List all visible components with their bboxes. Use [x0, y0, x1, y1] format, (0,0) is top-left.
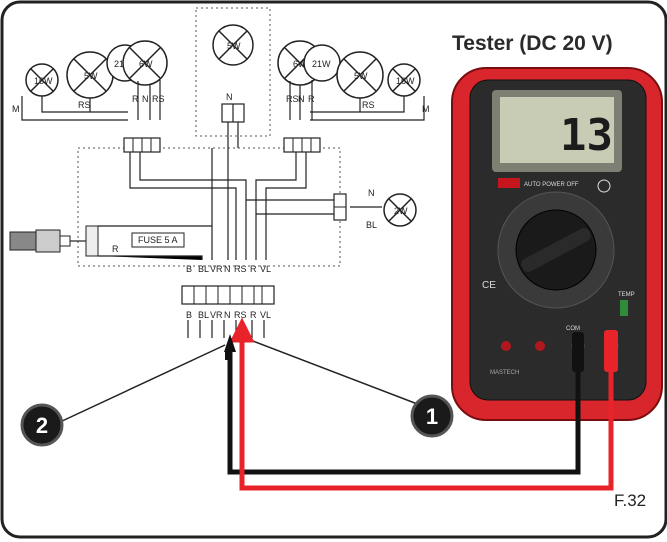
wire-label-bl-side: BL: [366, 220, 377, 230]
wire-label-rs: RS: [152, 94, 165, 104]
bus-wiring: [129, 148, 382, 260]
lamp-center-5w: 5W: [212, 24, 254, 123]
black-probe-plug: [572, 332, 584, 372]
pin-label-vr: VR: [210, 264, 223, 274]
pin-label-b-lower: B: [186, 310, 192, 320]
wire-label-r: R: [132, 94, 139, 104]
lamp-left-16w: 16W: [25, 63, 59, 97]
callout-1-leader: [244, 337, 421, 406]
black-probe-arrow: [224, 334, 236, 352]
lamp-label: 16W: [396, 76, 415, 86]
lcd-screen: [500, 97, 614, 163]
wire-label-m-left: M: [12, 104, 20, 114]
a-jack[interactable]: [535, 341, 545, 351]
pin-label-bl: BL: [198, 264, 209, 274]
com-label: COM: [566, 326, 580, 332]
lcd-reading: 13: [560, 110, 613, 161]
fuse-label: FUSE 5 A: [138, 235, 178, 245]
callout-1: 1: [410, 394, 454, 438]
lamp-label: 5W: [84, 71, 98, 81]
red-probe-lead: [239, 350, 614, 491]
pin-label-rs: RS: [234, 264, 247, 274]
figure-label: F.32: [614, 491, 646, 510]
lamp-left-6w: 6W: [122, 40, 168, 86]
brand-label: MASTECH: [490, 370, 519, 376]
power-button-label: AUTO POWER OFF: [524, 182, 579, 188]
black-probe-lead: [227, 342, 581, 475]
lamp-right-5w: 5W: [336, 51, 384, 99]
red-probe-plug: [604, 330, 618, 372]
pin-label-n: N: [224, 264, 231, 274]
pin-label-b: B: [186, 264, 192, 274]
dial-knob: [521, 228, 591, 272]
wire-label-m-right: M: [422, 104, 430, 114]
top-lamp-box: [195, 7, 271, 137]
ce-mark: CE: [482, 280, 496, 291]
callout-2-number: 2: [36, 413, 48, 438]
pin-label-r-lower: R: [250, 310, 257, 320]
test-connector: B BL VR N RS R VL B BL VR N RS R VL: [181, 264, 275, 338]
lamp-left-5w: 5W: [66, 51, 114, 99]
wire-label-n: N: [142, 94, 149, 104]
side-lamp-label: 2W: [394, 206, 408, 216]
callout-2-leader: [59, 344, 226, 423]
lamp-group-left: 16W 5W 21W 6W: [25, 40, 168, 99]
left-connector: [123, 137, 161, 153]
pin-label-vl: VL: [260, 264, 271, 274]
ma-jack[interactable]: [501, 341, 511, 351]
lamp-label: 6W: [139, 59, 153, 69]
pin-label-r: R: [250, 264, 257, 274]
temp-label: TEMP: [618, 292, 635, 298]
callout-1-number: 1: [426, 404, 438, 429]
lamp-right-21w: 21W: [303, 44, 341, 82]
wire-label-n-side: N: [368, 188, 375, 198]
figure-title: Tester (DC 20 V): [452, 32, 613, 55]
lamp-label: 5W: [227, 41, 241, 51]
wire-label-rs-left: RS: [78, 100, 91, 110]
multimeter: 13 AUTO POWER OFF CE TEMP COM MASTECH: [451, 67, 663, 421]
wire-label-n-right: N: [298, 94, 305, 104]
pin-label-vr-lower: VR: [210, 310, 223, 320]
lamp-label: 6W: [293, 59, 307, 69]
power-button[interactable]: [498, 178, 520, 188]
callout-2: 2: [20, 403, 64, 447]
upper-wiring: [21, 80, 425, 148]
lamp-label: 5W: [354, 71, 368, 81]
lamp-right-16w: 16W: [387, 63, 421, 97]
pin-label-bl-lower: BL: [198, 310, 209, 320]
right-connector: [283, 137, 321, 153]
pin-label-rs-lower: RS: [234, 310, 247, 320]
side-lamp-2w: 2W N BL: [333, 188, 417, 230]
pin-label-vl-lower: VL: [260, 310, 271, 320]
wire-label-rs-right: RS: [286, 94, 299, 104]
upper-wire-labels: M RS R N RS N RS N R RS M: [12, 92, 430, 114]
wire-label-n-center: N: [226, 92, 233, 102]
light-icon: [597, 179, 611, 193]
temp-socket[interactable]: [620, 300, 628, 316]
lamp-label: 16W: [34, 76, 53, 86]
lamp-label: 21W: [312, 59, 331, 69]
fuse-assembly: FUSE 5 A R: [9, 225, 212, 260]
wire-label-rs-far: RS: [362, 100, 375, 110]
wire-label-r-right: R: [308, 94, 315, 104]
wire-label-r-fuse: R: [112, 244, 119, 254]
pin-label-n-lower: N: [224, 310, 231, 320]
